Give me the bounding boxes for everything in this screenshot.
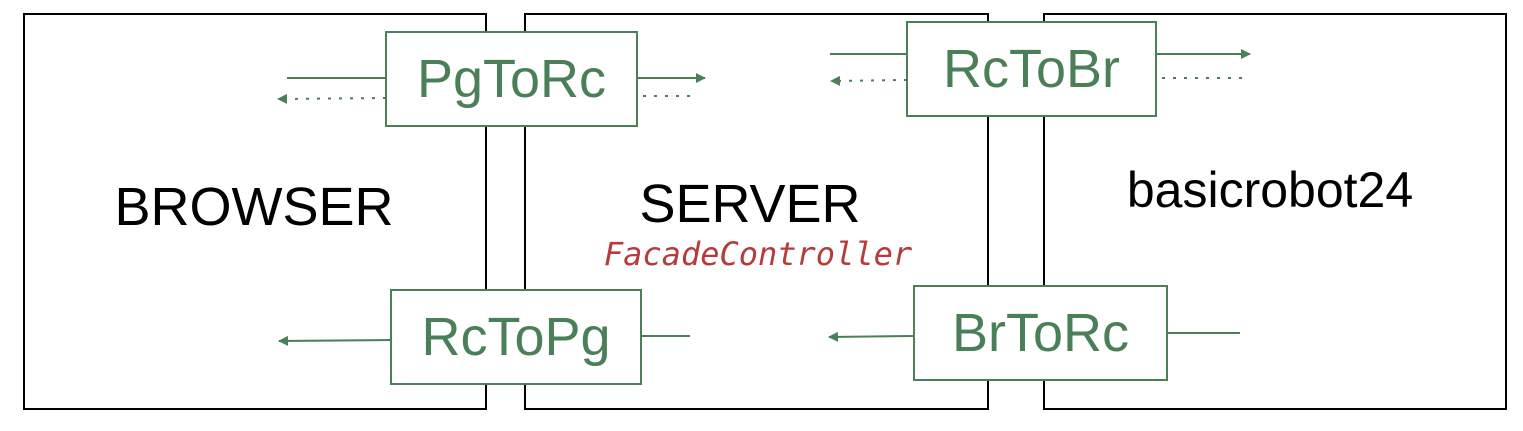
browser-label: BROWSER	[114, 177, 393, 237]
rctopg-box	[390, 289, 642, 385]
pgtorc-label: PgToRc	[417, 49, 606, 109]
rctobr-reply-arrow	[830, 75, 908, 86]
brtorc-box	[913, 285, 1168, 381]
robot-label: basicrobot24	[1127, 162, 1413, 218]
connector-rctobr: RcToBr	[830, 21, 1251, 117]
rctopg-label: RcToPg	[421, 307, 610, 367]
rctopg-arrow	[278, 335, 392, 346]
server-label: SERVER	[639, 174, 860, 234]
browser-box	[23, 13, 487, 410]
connector-pgtorc: PgToRc	[277, 31, 706, 127]
facade-controller-note: FacadeController	[604, 235, 913, 273]
brtorc-arrow	[828, 331, 915, 342]
pgtorc-box	[385, 31, 638, 127]
server-box	[524, 13, 989, 410]
robot-component: basicrobot24	[1043, 13, 1507, 410]
server-component: SERVER FacadeController	[524, 13, 989, 410]
rctobr-box	[906, 21, 1157, 117]
rctobr-label: RcToBr	[943, 39, 1120, 99]
brtorc-label: BrToRc	[952, 303, 1129, 363]
connector-rctopg: RcToPg	[278, 289, 690, 385]
connector-brtorc: BrToRc	[828, 285, 1240, 381]
pgtorc-reply-arrow	[277, 93, 387, 104]
robot-box	[1043, 13, 1507, 410]
browser-component: BROWSER	[23, 13, 487, 410]
